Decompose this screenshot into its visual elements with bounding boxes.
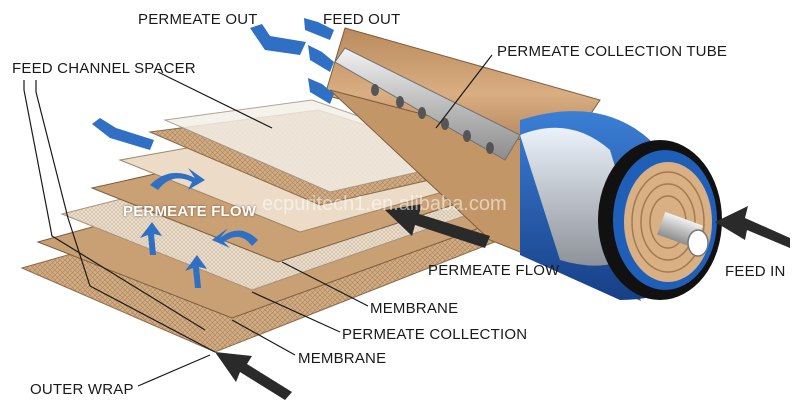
leader-feed-spacer <box>157 71 273 129</box>
permeate-out-arrow <box>250 24 306 55</box>
blue-arrows <box>92 18 334 288</box>
tube-hole <box>441 118 449 130</box>
membrane-sheets <box>20 99 522 353</box>
tube-hole <box>418 107 426 119</box>
leader-lines <box>23 54 493 387</box>
permeate-up-arrow-2 <box>185 255 207 288</box>
leader-membrane-bottom <box>231 319 296 356</box>
leader-membrane-2 <box>23 80 206 331</box>
tube-body <box>334 47 521 161</box>
membrane-roll <box>324 27 722 301</box>
permeate-flow-curl-2 <box>212 228 258 248</box>
tube-hole <box>371 84 379 96</box>
feed-out-arrow-3 <box>308 78 334 104</box>
label-permeate-flow-left: PERMEATE FLOW <box>123 203 257 220</box>
tube-hole <box>396 96 404 108</box>
watermark: ecpuritech1.en.alibaba.com <box>262 193 507 215</box>
leader-permeate-collection <box>251 291 341 333</box>
end-face-ring-2 <box>640 183 696 261</box>
leader-permeate-tube <box>435 54 493 129</box>
permeate-out-arrow-left <box>92 118 154 150</box>
dark-arrows <box>215 204 790 400</box>
label-permeate-collection: PERMEATE COLLECTION <box>342 326 528 343</box>
label-feed-channel-spacer: FEED CHANNEL SPACER <box>12 60 196 77</box>
leader-outer-wrap <box>35 80 216 353</box>
label-permeate-collection-tube: PERMEATE COLLECTION TUBE <box>497 43 728 60</box>
leader-membrane-1 <box>281 261 369 307</box>
end-face-ring-1 <box>631 171 705 273</box>
permeate-flow-arrow <box>385 204 490 248</box>
permeate-up-arrow-1 <box>140 222 162 255</box>
label-membrane-1: MEMBRANE <box>370 300 459 317</box>
tube-holes <box>371 84 494 154</box>
feed-in-arrow <box>715 206 790 248</box>
permeate-flow-curl-1 <box>150 168 205 190</box>
label-feed-out: FEED OUT <box>323 11 401 28</box>
tube-hole <box>486 142 494 154</box>
label-permeate-out: PERMEATE OUT <box>138 11 258 28</box>
feed-out-arrow-2 <box>308 45 334 72</box>
tube-hole <box>463 130 471 142</box>
label-permeate-flow-right: PERMEATE FLOW <box>428 262 560 279</box>
feed-out-arrow-1 <box>304 18 334 40</box>
label-feed-in: FEED IN <box>725 263 786 280</box>
leader-outer-wrap-bottom <box>137 354 211 387</box>
bottom-feed-arrow <box>215 352 292 400</box>
label-outer-wrap: OUTER WRAP <box>30 381 134 398</box>
permeate-collection-tube <box>334 47 521 161</box>
center-tube-end <box>687 229 709 257</box>
label-membrane-2: MEMBRANE <box>298 350 387 367</box>
